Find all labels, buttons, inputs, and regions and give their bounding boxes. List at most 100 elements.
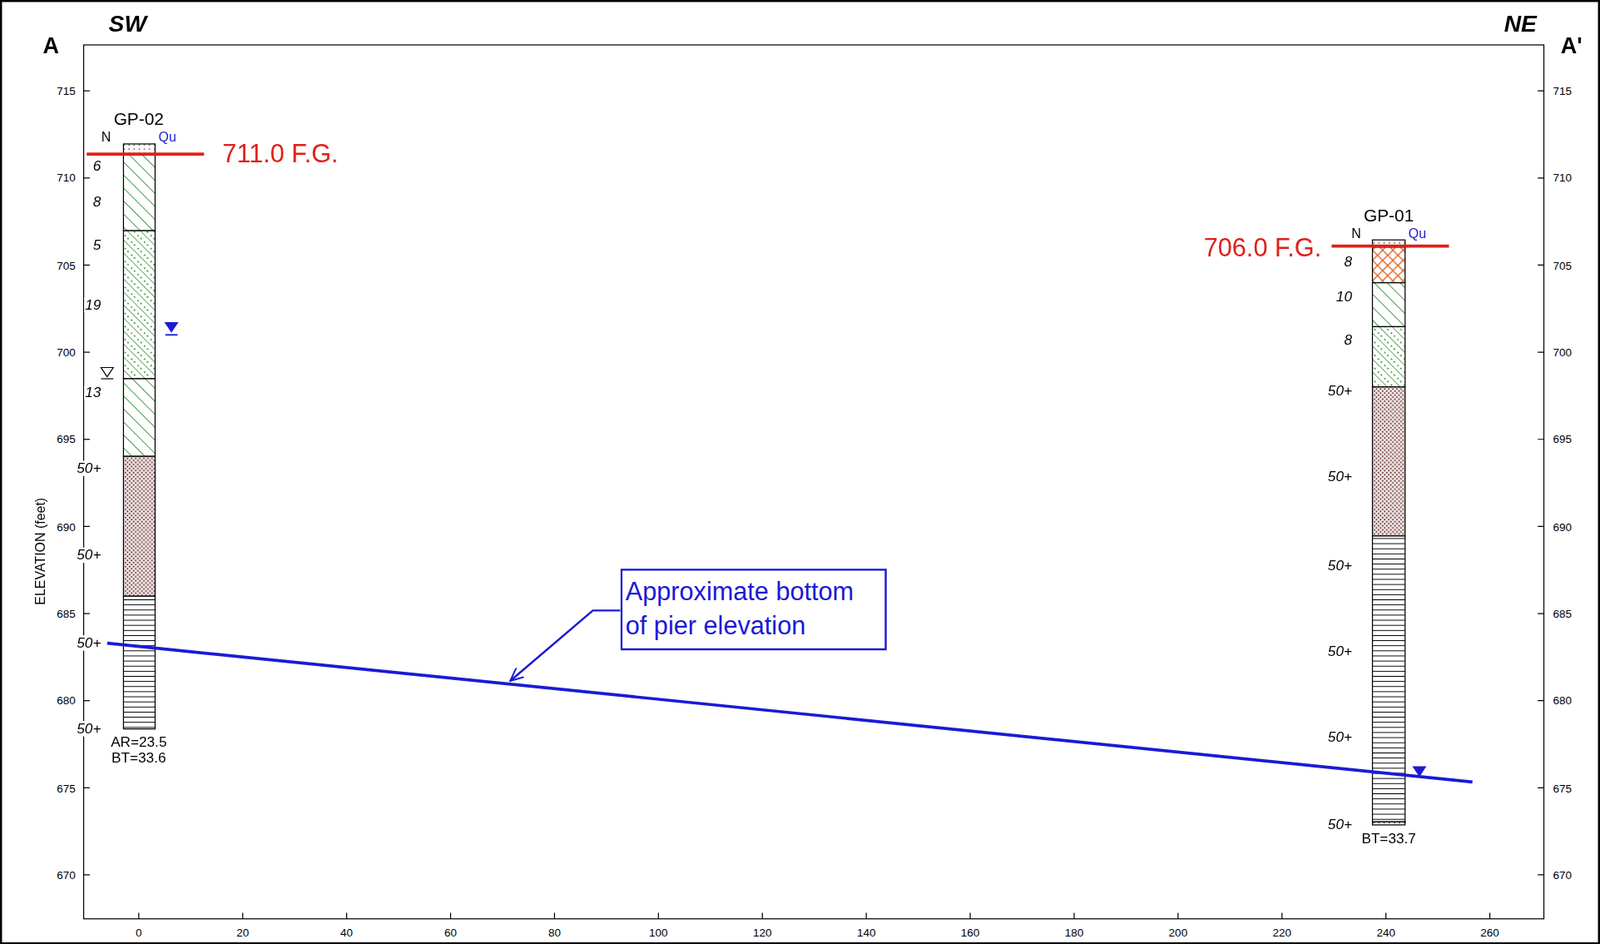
elevation-tick-label: 705: [1551, 258, 1573, 272]
distance-tick-label: 240: [1375, 925, 1397, 938]
distance-tick-label: 100: [648, 925, 669, 938]
elevation-tick-label: 680: [55, 693, 77, 707]
blow-count: 50+: [75, 460, 103, 476]
boring-note: AR=23.5: [109, 733, 169, 750]
axis-tick: [84, 612, 90, 614]
column-header: N: [1350, 226, 1363, 242]
distance-tick-label: 200: [1167, 925, 1189, 938]
blow-count: 6: [92, 158, 103, 174]
axis-tick: [84, 438, 90, 440]
axis-tick: [1537, 90, 1544, 92]
elevation-tick-label: 670: [55, 868, 77, 882]
boring-name: GP-02: [112, 110, 165, 130]
axis-tick: [84, 787, 90, 788]
blow-count: 50+: [75, 720, 103, 737]
axis-tick: [1537, 612, 1544, 614]
boring-note: BT=33.7: [1360, 831, 1417, 848]
axis-tick: [1537, 177, 1544, 179]
blow-count: 8: [1342, 331, 1353, 348]
elevation-tick-label: 695: [55, 432, 77, 446]
axis-tick: [84, 177, 90, 179]
blow-count: 50+: [1327, 557, 1354, 574]
elevation-tick-label: 705: [55, 258, 77, 272]
blow-count: 10: [1335, 288, 1354, 305]
blow-count: 50+: [1327, 728, 1354, 745]
elevation-tick-label: 675: [1551, 781, 1573, 794]
axis-tick: [658, 911, 659, 918]
distance-tick-label: 220: [1271, 925, 1293, 938]
axis-tick: [346, 911, 347, 918]
axis-tick: [1537, 438, 1544, 440]
elevation-tick-label: 710: [1551, 171, 1573, 184]
axis-tick: [1073, 911, 1075, 918]
axis-tick: [242, 911, 243, 918]
axis-tick: [554, 911, 555, 918]
axis-tick: [969, 911, 971, 918]
boring-name: GP-01: [1362, 207, 1416, 227]
elevation-tick-label: 700: [1551, 346, 1573, 359]
blow-count: 13: [84, 385, 103, 402]
elevation-tick-label: 695: [1551, 432, 1573, 446]
blow-count: 50+: [75, 634, 103, 651]
axis-tick: [762, 911, 763, 918]
blow-count: 8: [1342, 254, 1353, 271]
axis-tick: [1537, 699, 1544, 701]
finished-grade-label: 711.0 F.G.: [221, 139, 340, 169]
axis-tick: [84, 90, 90, 92]
elevation-tick-label: 680: [1551, 693, 1573, 707]
blow-count: 8: [92, 193, 103, 210]
distance-tick-label: 80: [547, 925, 562, 938]
blow-count: 50+: [1327, 816, 1354, 833]
section-letter: A: [41, 33, 60, 59]
distance-tick-label: 20: [235, 925, 250, 938]
axis-tick: [1537, 525, 1544, 527]
axis-tick: [84, 699, 90, 701]
axis-tick: [866, 911, 867, 918]
axis-tick: [1281, 911, 1283, 918]
distance-tick-label: 120: [752, 925, 773, 938]
column-header: N: [100, 130, 113, 146]
blow-count: 50+: [1327, 643, 1354, 659]
axis-tick: [1177, 911, 1179, 918]
axis-tick: [84, 873, 90, 875]
elevation-tick-label: 685: [1551, 607, 1573, 620]
column-header: Qu: [1407, 226, 1428, 242]
elevation-tick-label: 715: [55, 84, 77, 98]
callout-box: Approximate bottom of pier elevation: [620, 568, 887, 650]
axis-tick: [138, 911, 139, 918]
section-letter: A': [1559, 33, 1583, 59]
axis-tick: [1537, 351, 1544, 352]
distance-tick-label: 260: [1479, 925, 1501, 938]
distance-tick-label: 0: [134, 925, 144, 938]
blow-count: 50+: [1327, 468, 1354, 485]
axis-tick: [1537, 873, 1544, 875]
axis-tick: [1385, 911, 1387, 918]
elevation-tick-label: 700: [55, 346, 77, 359]
elevation-tick-label: 710: [55, 171, 77, 184]
axis-tick: [450, 911, 451, 918]
column-header: Qu: [157, 130, 178, 146]
distance-tick-label: 140: [856, 925, 877, 938]
blow-count: 50+: [75, 547, 103, 564]
distance-tick-label: 160: [960, 925, 981, 938]
axis-tick: [84, 525, 90, 527]
axis-tick: [1537, 787, 1544, 788]
elevation-tick-label: 690: [1551, 520, 1573, 533]
blow-count: 5: [92, 237, 103, 253]
finished-grade-label: 706.0 F.G.: [1202, 233, 1323, 263]
axis-tick: [84, 351, 90, 352]
elevation-tick-label: 690: [55, 520, 77, 533]
boring-note: BT=33.6: [110, 750, 168, 767]
axis-tick: [1537, 264, 1544, 266]
direction-label: SW: [107, 11, 148, 38]
direction-label: NE: [1503, 11, 1539, 38]
blow-count: 19: [84, 297, 103, 313]
elevation-tick-label: 685: [55, 607, 77, 620]
distance-tick-label: 60: [443, 925, 458, 938]
axis-title: ELEVATION (feet): [33, 496, 49, 606]
distance-tick-label: 40: [339, 925, 354, 938]
blow-count: 50+: [1327, 382, 1354, 399]
elevation-tick-label: 670: [1551, 868, 1573, 882]
distance-tick-label: 180: [1063, 925, 1085, 938]
